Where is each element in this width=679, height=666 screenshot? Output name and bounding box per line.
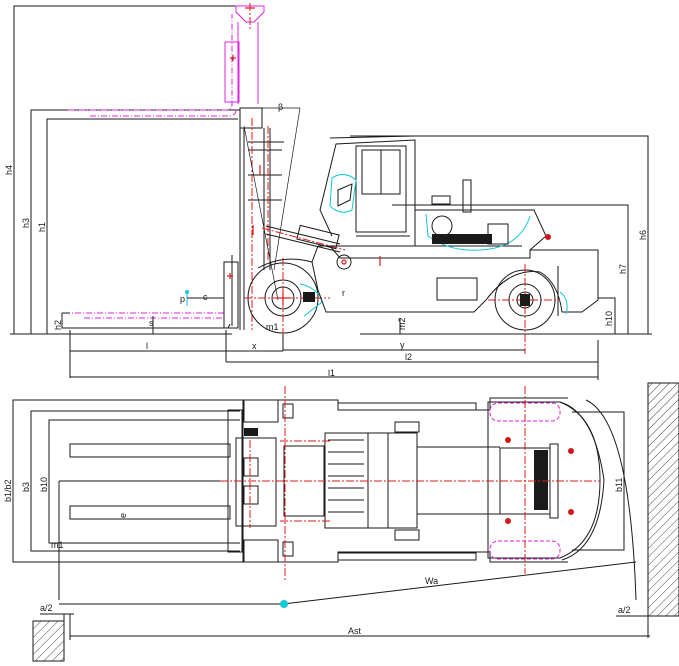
mast: β	[239, 102, 301, 330]
label-l2: l2	[405, 352, 412, 362]
label-a2-right: a/2	[618, 605, 631, 615]
height-dimensions-left	[10, 5, 245, 335]
plan-chassis	[278, 397, 605, 563]
label-x: x	[252, 341, 257, 351]
label-h3: h3	[21, 218, 31, 228]
turning-and-aisle	[40, 399, 650, 640]
engine	[415, 179, 551, 251]
operator-cab	[319, 135, 416, 266]
plan-carriage	[227, 399, 294, 563]
plan-view: e	[3, 382, 679, 662]
plan-forks: e	[58, 443, 231, 600]
right-wall	[647, 382, 679, 617]
label-h4: h4	[4, 165, 14, 175]
side-view-labels: h4 h3 h1 h2 p c s l x y l2 l1 m2 r h6 h7…	[4, 165, 648, 378]
label-b11: b11	[614, 478, 624, 492]
label-m2: m2	[397, 317, 407, 330]
label-l: l	[146, 341, 148, 351]
label-h10: h10	[604, 311, 614, 326]
load-envelope-b1-b2	[12, 399, 244, 563]
label-a2-left: a/2	[40, 603, 53, 613]
label-b10: b10	[39, 477, 49, 492]
rear-wheel	[488, 264, 568, 354]
tilt-angle-label: β	[278, 102, 283, 112]
label-b3: b3	[21, 482, 31, 492]
front-wheel: m1	[244, 258, 330, 350]
label-s: s	[149, 318, 154, 328]
label-wa: Wa	[425, 576, 438, 586]
label-c: c	[203, 292, 208, 302]
lowered-fork	[61, 255, 239, 329]
label-l1: l1	[328, 368, 335, 378]
label-m1-plan: m1	[51, 540, 64, 550]
plan-view-labels: b1/b2 b3 b10 b11 Wa a/2 a/2 Ast m1	[3, 477, 631, 636]
height-dimensions-right	[350, 135, 652, 335]
label-p: p	[180, 294, 185, 304]
m1-label: m1	[266, 322, 279, 332]
label-r: r	[342, 288, 345, 298]
label-h2: h2	[53, 320, 63, 330]
label-h6: h6	[638, 230, 648, 240]
b11-dimension	[572, 411, 625, 551]
side-view: β m1	[4, 3, 652, 380]
label-ast: Ast	[348, 626, 362, 636]
load-centre-marker	[185, 290, 224, 306]
left-wall	[32, 620, 65, 662]
label-e: e	[118, 513, 128, 518]
chassis	[311, 245, 599, 316]
label-h1: h1	[37, 222, 47, 232]
raised-fork-ghost	[68, 3, 265, 117]
label-y: y	[400, 340, 405, 350]
plan-centerlines	[220, 386, 600, 580]
label-b1-b2: b1/b2	[3, 479, 13, 502]
length-dimensions	[69, 316, 599, 380]
tilt-cylinder	[261, 224, 352, 270]
label-h7: h7	[618, 264, 628, 274]
